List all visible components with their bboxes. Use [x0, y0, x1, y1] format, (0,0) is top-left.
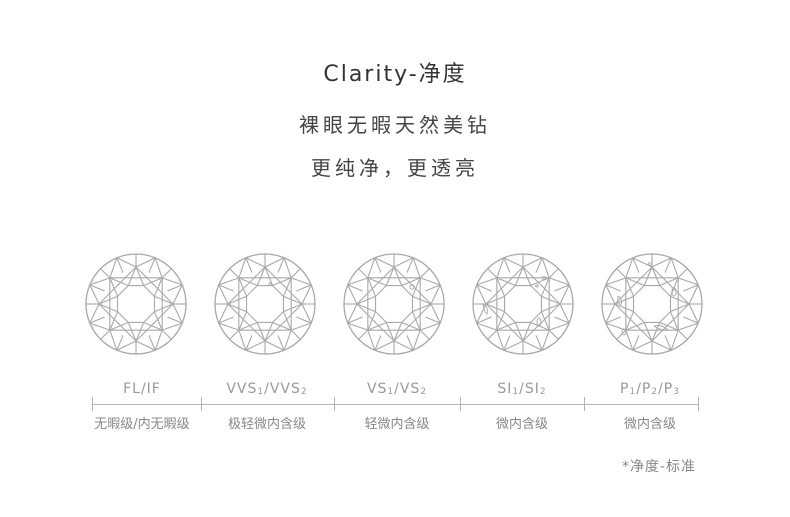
- grade-label-si: SI1/SI2: [452, 381, 592, 397]
- diamond-fl-if-icon: [84, 252, 188, 356]
- diamond-vs-icon: [342, 252, 446, 356]
- grade-code-part: /P: [658, 381, 674, 397]
- scale-tick: [92, 397, 93, 411]
- grade-code-part: /VVS: [264, 381, 301, 397]
- footnote: *净度-标准: [621, 459, 696, 475]
- scale-tick: [698, 397, 699, 411]
- scale-tick: [584, 397, 585, 411]
- grade-code-sub: 3: [673, 387, 680, 397]
- grade-code-sub: 1: [387, 387, 395, 397]
- diamond-fl-if-graphic: [85, 253, 187, 355]
- grade-description-fl-if: 无暇级/内无暇级: [94, 417, 190, 432]
- diamond-si-icon: [471, 252, 575, 356]
- grade-code-sub: 1: [512, 387, 520, 397]
- grade-code-part: /P: [636, 381, 652, 397]
- grade-description-vs: 轻微内含级: [364, 417, 430, 432]
- grade-code-sub: 1: [257, 387, 265, 397]
- grade-label-fl-if: FL/IF: [72, 381, 212, 397]
- grade-label-vvs: VVS1/VVS2: [197, 381, 337, 397]
- grade-description-vvs: 极轻微内含级: [227, 417, 306, 432]
- scale-tick: [334, 397, 335, 411]
- scale-tick: [460, 397, 461, 411]
- diamond-vs-graphic: [343, 253, 445, 355]
- grade-description-si: 微内含级: [495, 417, 548, 432]
- grade-code-part: SI: [497, 381, 513, 397]
- clarity-scale-line: [92, 404, 698, 405]
- grade-label-vs: VS1/VS2: [327, 381, 467, 397]
- diamond-p-graphic: [601, 253, 703, 355]
- diamond-si-graphic: [472, 253, 574, 355]
- grade-label-p: P1/P2/P3: [580, 381, 720, 397]
- subtitle-line-1: 裸眼无暇天然美钻: [299, 113, 491, 137]
- grade-code-part: /VS: [394, 381, 421, 397]
- diamond-p-icon: [600, 252, 704, 356]
- grade-code: FL/IF: [123, 381, 161, 397]
- grade-description-p: 微内含级: [623, 417, 676, 432]
- grade-code-sub: 2: [300, 387, 308, 397]
- grade-code-part: VS: [366, 381, 388, 397]
- page-title: Clarity-净度: [323, 62, 467, 87]
- grade-code-sub: 2: [651, 387, 659, 397]
- grade-code-sub: 1: [629, 387, 637, 397]
- grade-code-part: /SI: [519, 381, 540, 397]
- grade-code-sub: 2: [420, 387, 428, 397]
- diamond-vvs-graphic: [214, 253, 316, 355]
- diamond-vvs-icon: [213, 252, 317, 356]
- subtitle-line-2: 更纯净，更透亮: [311, 156, 479, 180]
- scale-tick: [201, 397, 202, 411]
- grade-code-part: VVS: [226, 381, 258, 397]
- grade-code-part: P: [620, 381, 630, 397]
- grade-code-sub: 2: [539, 387, 547, 397]
